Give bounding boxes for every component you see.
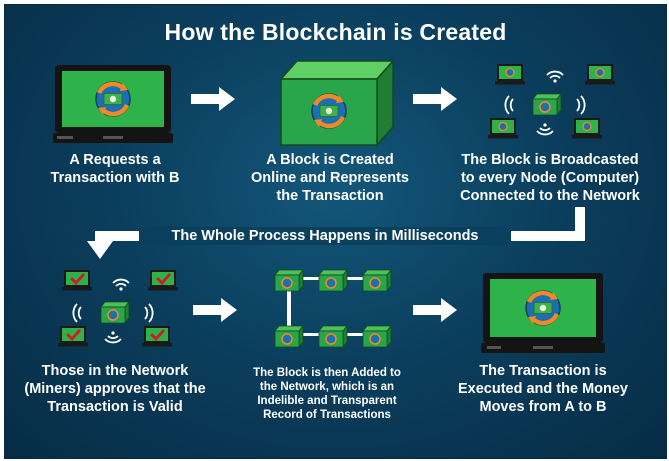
arrow-icon: [413, 87, 457, 111]
step-3-caption: The Block is Broadcasted to every Node (…: [460, 152, 640, 204]
step-6-caption: The Transaction is Executed and the Mone…: [457, 363, 628, 415]
process-banner: The Whole Process Happens in Millisecond…: [139, 227, 511, 245]
arrow-icon: [191, 87, 235, 111]
laptop-icon: [53, 65, 173, 143]
step-5-caption: The Block is then Added to the Network, …: [253, 367, 401, 421]
arrow-icon: [193, 298, 237, 322]
step-2-caption: A Block is Created Online and Represents…: [251, 152, 409, 204]
page-title: How the Blockchain is Created: [164, 19, 507, 45]
monitor-icon: [481, 273, 605, 353]
blockchain-icon: [274, 269, 392, 348]
block-icon: [279, 59, 395, 147]
infographic: How the Blockchain is Created: [4, 4, 667, 459]
approval-network-icon: [56, 268, 180, 348]
broadcast-network-icon: [487, 63, 616, 140]
step-4-caption: Those in the Network (Miners) approves t…: [24, 363, 206, 415]
step-1-caption: A Requests a Transaction with B: [50, 152, 180, 186]
arrow-icon: [413, 298, 457, 322]
